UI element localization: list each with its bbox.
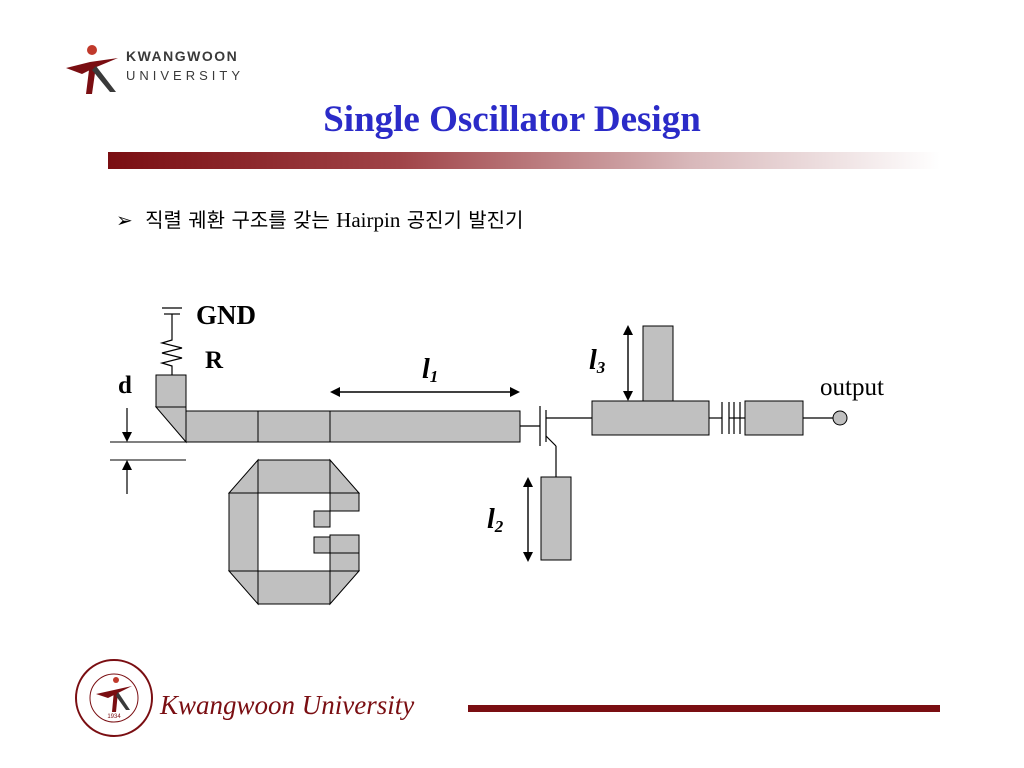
- l1-label: l1: [422, 354, 438, 386]
- output-line-final: [744, 400, 804, 436]
- main-line-l1: [185, 410, 521, 443]
- output-line-section: [591, 400, 710, 436]
- output-label: output: [820, 374, 884, 401]
- stub-l3: [642, 325, 674, 402]
- d-label: d: [118, 372, 132, 399]
- output-port: [832, 410, 848, 426]
- bullet-english: Hairpin: [336, 208, 401, 232]
- bullet-korean-suffix: 공진기 발진기: [406, 208, 524, 232]
- transistor-symbol: [520, 406, 592, 477]
- resistor-label: R: [205, 347, 224, 374]
- bullet-korean-prefix: 직렬 궤환 구조를 갖는: [145, 208, 330, 232]
- ground-symbol: [162, 307, 182, 326]
- footer-rule: [468, 705, 940, 712]
- mitred-bend: [154, 406, 187, 444]
- resistor-symbol: [159, 326, 183, 375]
- university-logo: KWANGWOON UNIVERSITY: [62, 42, 252, 98]
- university-seal-icon: 1934: [75, 659, 153, 737]
- kw-emblem-icon: [66, 45, 118, 94]
- slide-title: Single Oscillator Design: [323, 99, 701, 140]
- logo-name: KWANGWOON: [126, 48, 239, 64]
- seal-year: 1934: [107, 714, 121, 720]
- l2-label: l2: [487, 504, 504, 536]
- bullet-arrow-icon: ➢: [116, 208, 133, 232]
- gnd-label: GND: [196, 300, 256, 330]
- logo-subtitle: UNIVERSITY: [126, 68, 245, 83]
- title-underline-bar: [108, 152, 940, 169]
- vertical-stub: [155, 374, 187, 408]
- hairpin-resonator: [227, 458, 361, 606]
- l3-label: l3: [589, 345, 606, 377]
- bullet-line: ➢ 직렬 궤환 구조를 갖는 Hairpin 공진기 발진기: [116, 204, 523, 233]
- capacitor-symbol: [709, 402, 745, 434]
- footer-university-name: Kwangwoon University: [160, 690, 415, 720]
- stub-l2: [540, 476, 572, 561]
